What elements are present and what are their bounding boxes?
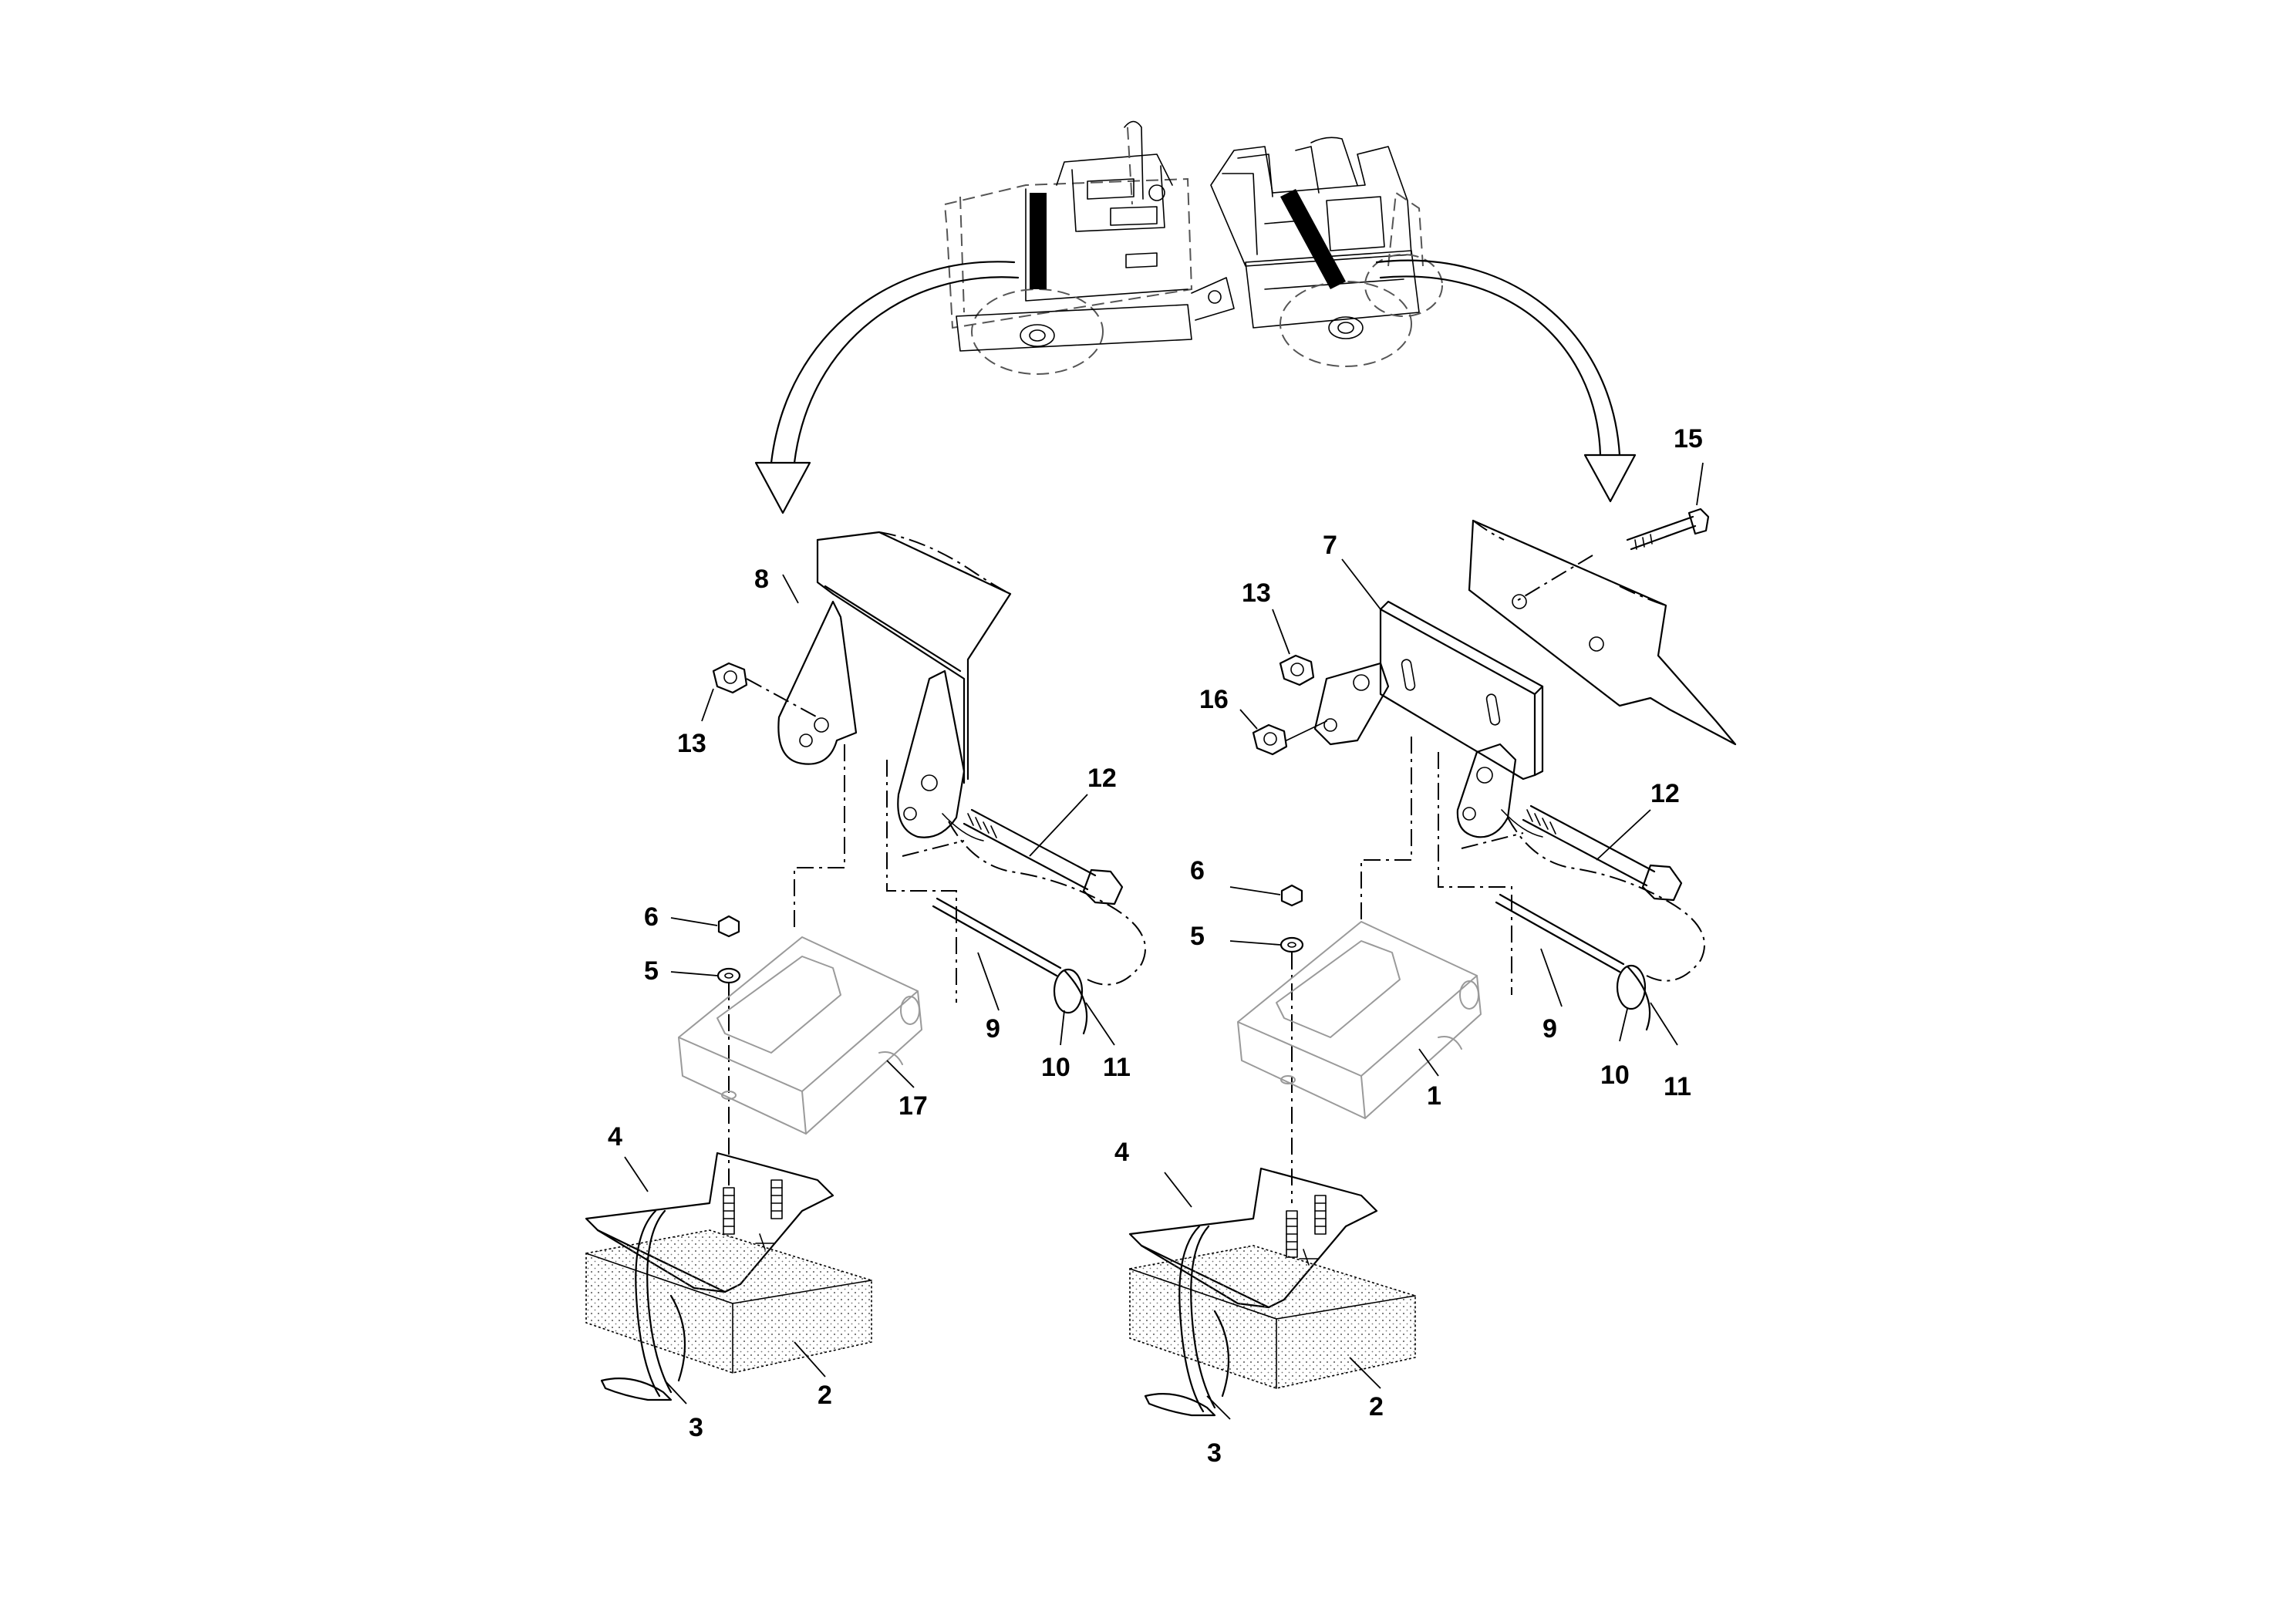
callout-13-right: 13 (1242, 578, 1271, 608)
ring-10-left (1053, 968, 1084, 1014)
left-assembly (585, 531, 1146, 1404)
washer-5-left (716, 967, 741, 984)
plate-7 (1379, 600, 1544, 781)
foam-pad-2-left (585, 1229, 872, 1374)
callout-10-left: 10 (1041, 1053, 1070, 1082)
callout-9-left: 9 (986, 1014, 1000, 1044)
nut-6-left (717, 915, 740, 938)
callout-3-right: 3 (1207, 1438, 1222, 1468)
callout-6-right: 6 (1190, 856, 1205, 885)
bracket-1 (1237, 921, 1482, 1119)
callout-2-right: 2 (1369, 1392, 1384, 1421)
callout-6-left: 6 (644, 902, 659, 932)
bolt-12-left (963, 808, 1124, 905)
left-callouts: 8 13 12 6 5 9 10 11 17 4 2 3 (608, 565, 1131, 1442)
clamp-3-left (600, 1209, 686, 1401)
callout-3-left: 3 (689, 1413, 703, 1442)
callout-9-right: 9 (1542, 1014, 1557, 1044)
callout-1: 1 (1427, 1081, 1441, 1111)
front-mount-marker (1030, 193, 1047, 289)
nut-13-left (712, 662, 748, 694)
callout-5-left: 5 (644, 956, 659, 986)
right-assembly (1128, 462, 1737, 1420)
left-curved-arrow (754, 261, 1020, 514)
callout-2-left: 2 (818, 1381, 832, 1410)
callout-12-left: 12 (1087, 764, 1117, 793)
callout-7: 7 (1323, 531, 1337, 560)
pin-9-right (1495, 893, 1625, 973)
callout-17: 17 (899, 1091, 928, 1121)
callout-8-left: 8 (754, 565, 769, 594)
callout-16: 16 (1199, 685, 1229, 714)
callout-12-right: 12 (1650, 779, 1680, 808)
nut-13-right (1279, 654, 1315, 686)
bolt-15 (1626, 508, 1710, 551)
rear-mount-marker (1280, 189, 1346, 289)
callout-10-right: 10 (1600, 1061, 1630, 1090)
ring-10-right (1616, 964, 1647, 1010)
bolt-12-right (1522, 804, 1683, 902)
foam-pad-2-right (1129, 1245, 1416, 1389)
pin-9-left (932, 897, 1062, 977)
bracket-17 (678, 936, 922, 1135)
callout-11-right: 11 (1664, 1072, 1691, 1101)
callout-5-right: 5 (1190, 922, 1205, 951)
right-curved-arrow (1375, 259, 1637, 503)
callout-13-left: 13 (677, 729, 706, 758)
callout-15: 15 (1674, 424, 1703, 454)
nut-16 (1252, 723, 1288, 756)
callout-4-right: 4 (1114, 1138, 1129, 1167)
callout-4-left: 4 (608, 1122, 622, 1152)
washer-5-right (1279, 936, 1304, 953)
nut-6-right (1280, 884, 1303, 907)
machine-overview (943, 120, 1443, 375)
callout-11-left: 11 (1103, 1053, 1131, 1082)
right-callouts: 15 7 13 16 12 6 5 9 10 11 1 4 2 3 (1114, 424, 1703, 1468)
clamp-3-right (1144, 1225, 1230, 1417)
